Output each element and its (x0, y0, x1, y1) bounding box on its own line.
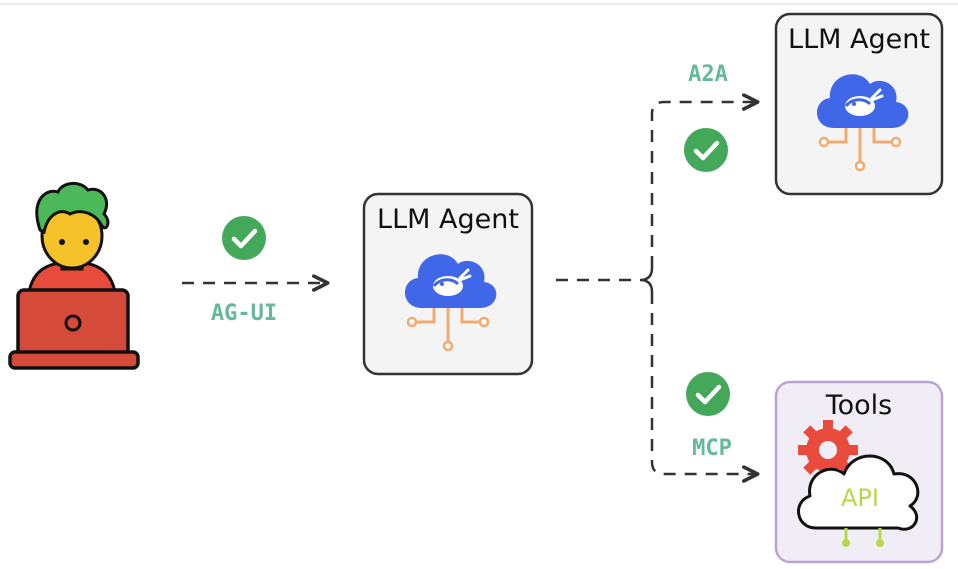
branch-joint (639, 267, 654, 293)
user-with-laptop-icon (8, 182, 140, 370)
cloud-api-gear-icon: API (797, 420, 920, 547)
connection-a2a: A2A (684, 62, 728, 172)
connection-mcp: MCP (686, 372, 732, 461)
label-mcp: MCP (692, 436, 732, 461)
connection-ag-ui: AG-UI (182, 216, 330, 326)
check-circle-icon (684, 128, 728, 172)
tools-title: Tools (825, 390, 893, 421)
tools-api-text: API (841, 484, 879, 512)
check-circle-icon (222, 216, 266, 260)
check-circle-icon (686, 372, 730, 416)
node-main-agent: LLM Agent (362, 192, 534, 376)
node-remote-agent: LLM Agent (774, 12, 944, 196)
remote-agent-title: LLM Agent (788, 24, 930, 55)
node-tools: Tools API (774, 380, 944, 564)
label-ag-ui: AG-UI (211, 301, 277, 326)
main-agent-title: LLM Agent (377, 204, 519, 235)
label-a2a: A2A (688, 62, 728, 87)
branch-connector (556, 93, 760, 483)
